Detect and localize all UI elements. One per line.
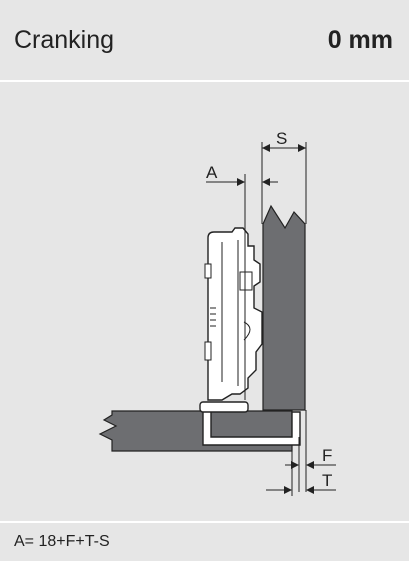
mounting-plate [202, 410, 301, 446]
divider [0, 80, 409, 82]
hinge-drawing: S A F T [98, 129, 336, 496]
header-bar: Cranking 0 mm [0, 0, 409, 80]
hinge-detail [243, 321, 251, 341]
hinge-arm [207, 227, 263, 401]
dimension-f-label: F [322, 446, 332, 465]
hinge-detail [204, 263, 212, 279]
cranking-label: Cranking [14, 25, 115, 54]
formula-text: A= 18+F+T-S [14, 533, 110, 550]
cranking-value: 0 mm [327, 25, 393, 54]
formula-bar: A= 18+F+T-S [0, 523, 409, 561]
door-panel [262, 204, 306, 411]
plate-base [199, 401, 249, 413]
dimension-s-label: S [276, 129, 287, 148]
dimension-t-label: T [322, 471, 332, 490]
hinge-diagram: S A F T [0, 82, 409, 521]
dimension-a-label: A [206, 163, 218, 182]
hinge-detail [204, 341, 212, 361]
hinge-detail [239, 271, 253, 291]
